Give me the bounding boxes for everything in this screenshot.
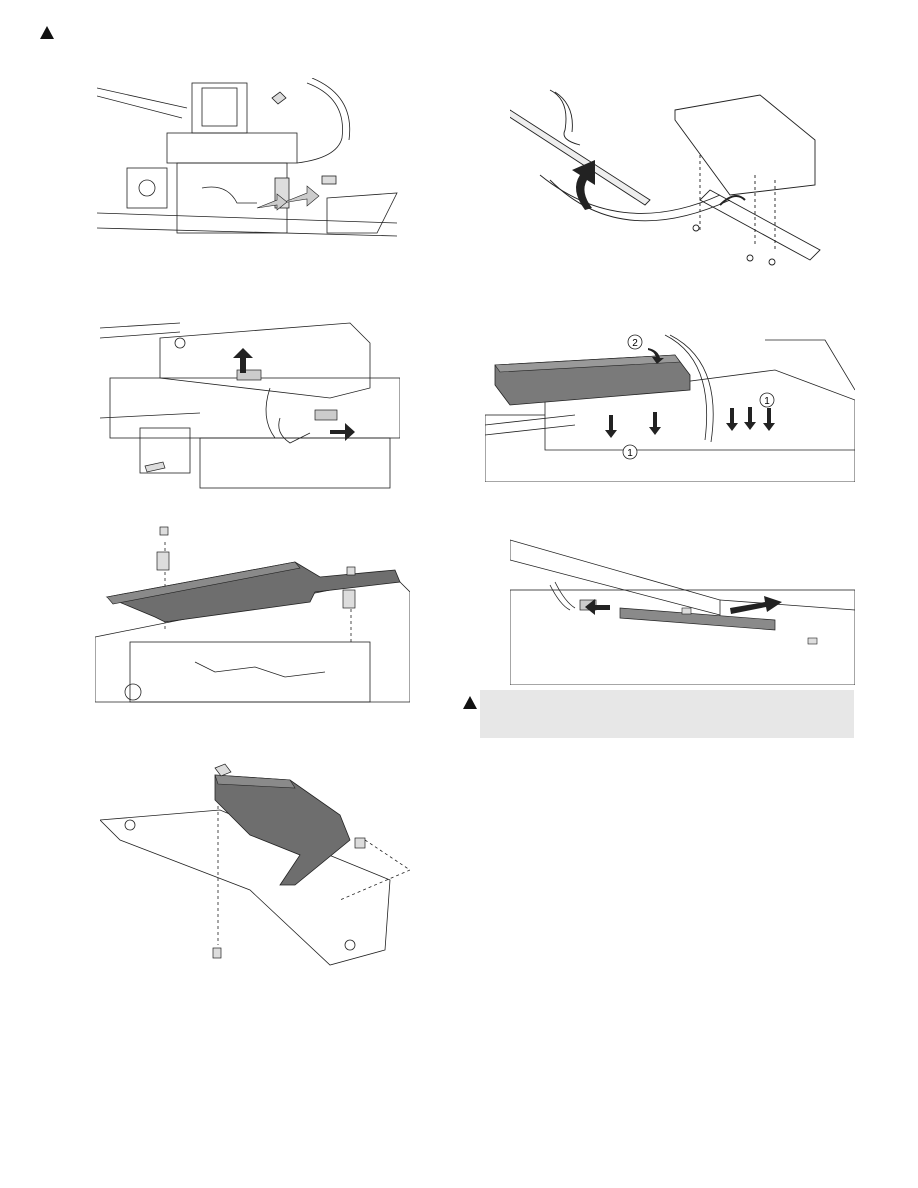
figure-rail-removal	[510, 530, 855, 685]
figure-cover-install: 2 1 1	[485, 330, 855, 482]
figure-harness-removal-drawing	[510, 80, 835, 285]
figure-cable-disconnect	[97, 78, 402, 238]
warning-triangle-icon	[40, 26, 54, 39]
warning-triangle-icon	[463, 696, 477, 709]
figure-cover-plate-exploded-drawing	[100, 760, 410, 970]
callout-number-2: 2	[632, 338, 638, 349]
figure-connector-release-drawing	[100, 318, 400, 500]
callout-number-1-bottom: 1	[627, 448, 633, 459]
figure-cover-install-drawing: 2 1 1	[485, 330, 855, 482]
figure-cable-disconnect-drawing	[97, 78, 402, 238]
callout-number-1: 1	[764, 396, 770, 407]
figure-plate-screws-drawing	[95, 522, 410, 718]
note-box	[480, 690, 854, 738]
figure-rail-removal-drawing	[510, 530, 855, 685]
figure-cover-plate-exploded	[100, 760, 410, 970]
figure-harness-removal	[510, 80, 835, 285]
figure-plate-screws	[95, 522, 410, 718]
figure-connector-release	[100, 318, 400, 500]
